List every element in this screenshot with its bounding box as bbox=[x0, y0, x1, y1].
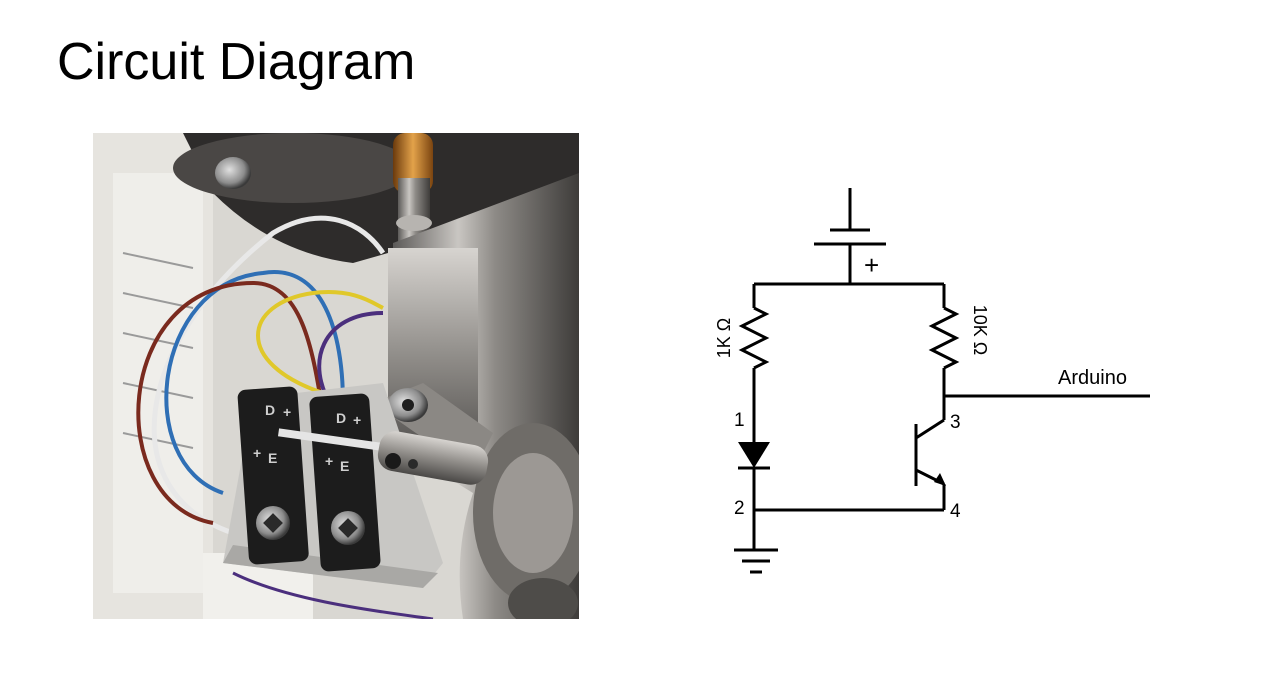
emitter-arrow-icon bbox=[934, 473, 946, 486]
circuit-schematic: + 1K Ω 10K Ω Arduino 1 2 3 4 bbox=[690, 180, 1170, 580]
marking-right-plus: + bbox=[353, 412, 361, 428]
node-3-label: 3 bbox=[950, 412, 961, 433]
marking-right-bottom-plus: + bbox=[325, 453, 333, 469]
resistor-1k bbox=[738, 306, 770, 370]
transistor-collector bbox=[915, 418, 945, 440]
marking-right-d: D bbox=[336, 410, 346, 426]
resistor-10k-label: 10K Ω bbox=[970, 305, 990, 355]
marking-left-plus: + bbox=[283, 404, 291, 420]
battery-plus-sign: + bbox=[864, 250, 879, 280]
node-1-label: 1 bbox=[734, 410, 745, 431]
sensor-photo: D + + E D + + E bbox=[93, 133, 579, 619]
arduino-label: Arduino bbox=[1058, 367, 1127, 389]
resistor-1k-label: 1K Ω bbox=[714, 318, 734, 358]
marking-right-e: E bbox=[340, 458, 349, 474]
resistor-10k bbox=[928, 306, 960, 370]
marking-left-e: E bbox=[268, 450, 277, 466]
node-4-label: 4 bbox=[950, 501, 961, 522]
marking-left-d: D bbox=[265, 402, 275, 418]
photodiode-icon bbox=[738, 442, 770, 468]
node-2-label: 2 bbox=[734, 498, 745, 519]
marking-left-bottom-plus: + bbox=[253, 445, 261, 461]
slide-title: Circuit Diagram bbox=[57, 33, 416, 91]
